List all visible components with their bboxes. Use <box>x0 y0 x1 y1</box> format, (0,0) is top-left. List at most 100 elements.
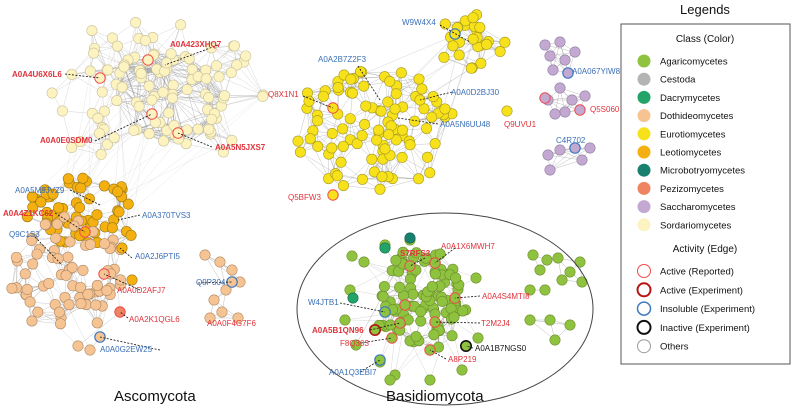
network-node <box>389 103 401 115</box>
network-edge <box>121 87 135 131</box>
network-edge <box>186 89 199 130</box>
leader-line <box>409 257 426 267</box>
label-Q5S060: Q5S060 <box>590 105 620 114</box>
network-node <box>232 312 244 324</box>
network-node <box>112 186 124 198</box>
network-node <box>562 67 574 79</box>
network-node <box>226 264 238 276</box>
legend-class-label: Sordariomycetes <box>660 220 732 231</box>
network-node <box>63 299 75 311</box>
network-node <box>77 172 89 184</box>
network-node <box>356 129 368 141</box>
network-node <box>326 128 338 140</box>
network-node <box>373 124 385 136</box>
network-node <box>91 279 103 291</box>
network-node <box>163 107 175 119</box>
network-node <box>199 249 211 261</box>
network-node <box>53 306 65 318</box>
network-edge <box>224 94 264 96</box>
network-node <box>165 48 177 60</box>
legend-class-label: Leotiomycetes <box>660 148 722 159</box>
network-node <box>74 202 86 214</box>
network-node <box>534 264 546 276</box>
network-node <box>226 134 238 146</box>
label-A0A370TVS3: A0A370TVS3 <box>142 211 191 220</box>
network-node <box>51 218 63 230</box>
network-node <box>125 229 137 241</box>
network-node <box>448 311 460 323</box>
legend-swatch <box>637 90 651 104</box>
network-node <box>91 317 103 329</box>
network-edge <box>223 96 263 99</box>
network-node <box>143 128 155 140</box>
network-node <box>457 305 469 317</box>
legend-swatch <box>637 109 651 123</box>
network-node <box>206 113 218 125</box>
label-A0A2J6PTI5: A0A2J6PTI5 <box>135 252 180 261</box>
network-node <box>139 35 151 47</box>
network-edge <box>221 96 263 107</box>
legend-activity-label: Others <box>660 342 689 353</box>
basidiomycota-boundary <box>296 212 594 406</box>
network-node <box>72 340 84 352</box>
network-node <box>219 90 231 102</box>
label-S7RFS3: S7RFS3 <box>400 249 431 258</box>
network-node <box>474 21 486 33</box>
network-node <box>312 115 324 127</box>
network-edge <box>116 100 135 131</box>
leader-line <box>94 113 153 142</box>
network-node <box>377 290 389 302</box>
legend-class-label: Pezizomycetes <box>660 184 724 195</box>
network-node <box>446 330 458 342</box>
network-node <box>53 202 65 214</box>
network-edge <box>547 95 586 101</box>
label-Q8X1N1: Q8X1N1 <box>268 90 299 99</box>
network-node <box>26 191 38 203</box>
label-A0A0D2BJ30: A0A0D2BJ30 <box>451 88 500 97</box>
legend-class-label: Dothideomycetes <box>660 111 734 122</box>
legend-activity-label: Inactive (Experiment) <box>660 323 750 334</box>
network-node <box>421 151 433 163</box>
network-node <box>98 105 110 117</box>
network-node <box>157 86 169 98</box>
network-node <box>559 106 571 118</box>
network-node <box>77 264 89 276</box>
network-node <box>374 183 386 195</box>
network-node <box>106 32 118 44</box>
network-node <box>384 319 396 331</box>
legend-edge-swatch <box>637 339 651 354</box>
network-node <box>541 254 553 266</box>
network-node <box>559 54 571 66</box>
network-node <box>126 274 138 286</box>
network-node <box>56 105 68 117</box>
network-edge <box>429 39 474 173</box>
network-node <box>351 138 363 150</box>
label-A8P219: A8P219 <box>448 355 477 364</box>
network-node <box>331 170 343 182</box>
label-Q9C1S3: Q9C1S3 <box>9 230 40 239</box>
network-node <box>96 86 108 98</box>
network-node <box>579 90 591 102</box>
network-node <box>564 319 576 331</box>
leader-line <box>369 322 401 331</box>
network-node <box>58 211 70 223</box>
network-node <box>210 60 222 72</box>
network-node <box>111 95 123 107</box>
network-node <box>524 284 536 296</box>
network-node <box>439 103 451 115</box>
network-node <box>547 64 559 76</box>
network-node <box>339 314 351 326</box>
network-node <box>470 272 482 284</box>
network-node <box>404 232 416 244</box>
network-edge <box>76 130 135 204</box>
network-node <box>99 238 111 250</box>
label-W4JTB1: W4JTB1 <box>308 298 339 307</box>
label-A0A5M9JVZ9: A0A5M9JVZ9 <box>15 186 65 195</box>
network-edge <box>343 185 381 190</box>
legend-class-label: Cestoda <box>660 75 696 86</box>
network-node <box>192 123 204 135</box>
network-edge <box>71 74 103 93</box>
network-node <box>384 75 396 87</box>
network-node <box>161 57 173 69</box>
network-node <box>379 242 391 254</box>
